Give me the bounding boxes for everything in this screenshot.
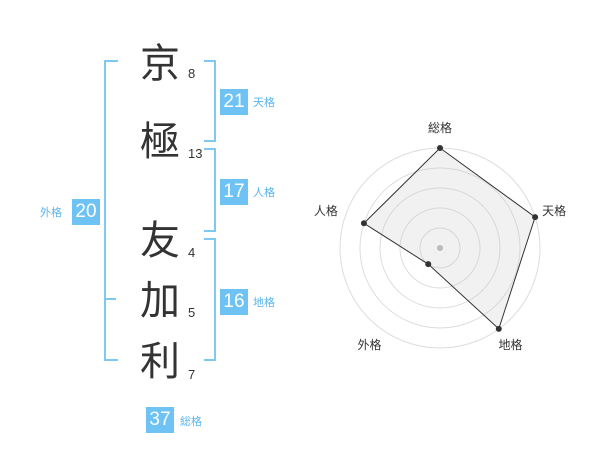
gaikaku-bracket-tick [104,298,116,300]
tenkaku-value: 21 [220,89,248,115]
name-char-3: 友 [140,218,180,264]
name-char-1: 京 [140,41,180,87]
gaikaku-label: 外格 [40,206,62,219]
name-char-2: 極 [140,119,180,165]
jinkaku-bracket [204,148,216,232]
tenkaku-label: 天格 [253,96,275,109]
radar-point-5 [360,220,367,227]
chikaku-value: 16 [220,289,248,315]
radar-data-area [363,147,536,330]
soukaku-value: 37 [146,407,174,433]
name-char-5: 利 [140,339,180,385]
radar-axis-label-1: 総格 [428,120,452,135]
soukaku-label: 総格 [180,415,202,428]
radar-axis-label-2: 天格 [542,203,566,218]
gaikaku-bracket [104,60,118,361]
radar-axis-label-3: 地格 [499,337,523,352]
radar-center-dot [437,245,443,251]
tenkaku-bracket [204,60,216,142]
radar-ring-3 [379,187,501,309]
radar-axis-label-4: 外格 [357,337,381,352]
radar-point-1 [437,145,443,151]
stroke-count-5: 7 [188,367,196,382]
stroke-count-2: 13 [188,146,203,161]
stroke-count-4: 5 [188,305,196,320]
radar-point-4 [425,261,432,268]
radar-points [360,145,539,332]
radar-ring-2 [399,207,481,289]
stroke-count-3: 4 [188,245,196,260]
radar-point-3 [495,325,502,332]
radar-ring-1 [419,227,461,269]
radar-axis-label-5: 人格 [314,203,338,218]
chikaku-label: 地格 [253,296,275,309]
gaikaku-value: 20 [72,199,100,225]
jinkaku-value: 17 [220,179,248,205]
chikaku-bracket [204,238,216,361]
name-char-4: 加 [140,278,180,324]
radar-point-2 [532,214,539,221]
stroke-count-1: 8 [188,66,196,81]
jinkaku-label: 人格 [253,186,275,199]
radar-ring-4 [359,167,521,329]
